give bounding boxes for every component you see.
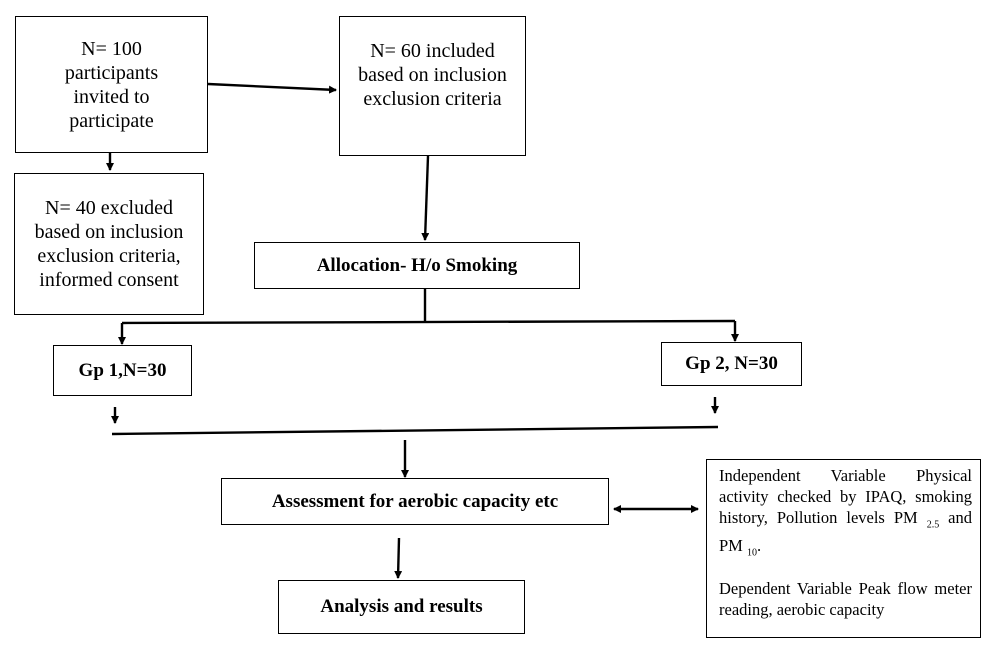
arrow-assessment-to-analysis: [394, 537, 403, 579]
included-text: N= 60 included based on inclusion exclus…: [358, 40, 507, 110]
analysis-text: Analysis and results: [320, 596, 483, 617]
invited-text: N= 100 participants invited to participa…: [64, 37, 159, 132]
group2-text: Gp 2, N=30: [685, 353, 778, 374]
allocation-box: Allocation- H/o Smoking: [254, 242, 580, 289]
analysis-box: Analysis and results: [278, 580, 525, 634]
arrow-invited-to-included: [207, 82, 337, 94]
line-split-horizontal: [121, 319, 736, 325]
allocation-text: Allocation- H/o Smoking: [316, 254, 518, 276]
assessment-text: Assessment for aerobic capacity etc: [271, 490, 559, 512]
invited-box: N= 100 participants invited to participa…: [15, 16, 208, 153]
variables-box: Independent Variable Physical activity c…: [706, 459, 981, 638]
dependent-variable-text: Dependent Variable Peak flow meter readi…: [719, 578, 972, 619]
excluded-text: N= 40 excluded based on inclusion exclus…: [34, 197, 184, 291]
group1-text: Gp 1,N=30: [78, 359, 167, 381]
arrow-included-to-allocation: [421, 155, 430, 241]
included-box: N= 60 included based on inclusion exclus…: [339, 16, 526, 156]
group1-box: Gp 1,N=30: [53, 345, 192, 396]
assessment-box: Assessment for aerobic capacity etc: [221, 478, 609, 525]
group2-box: Gp 2, N=30: [661, 342, 802, 386]
excluded-box: N= 40 excluded based on inclusion exclus…: [14, 173, 204, 315]
line-merge-horizontal: [111, 425, 719, 436]
independent-variable-text: Independent Variable Physical activity c…: [719, 466, 972, 559]
